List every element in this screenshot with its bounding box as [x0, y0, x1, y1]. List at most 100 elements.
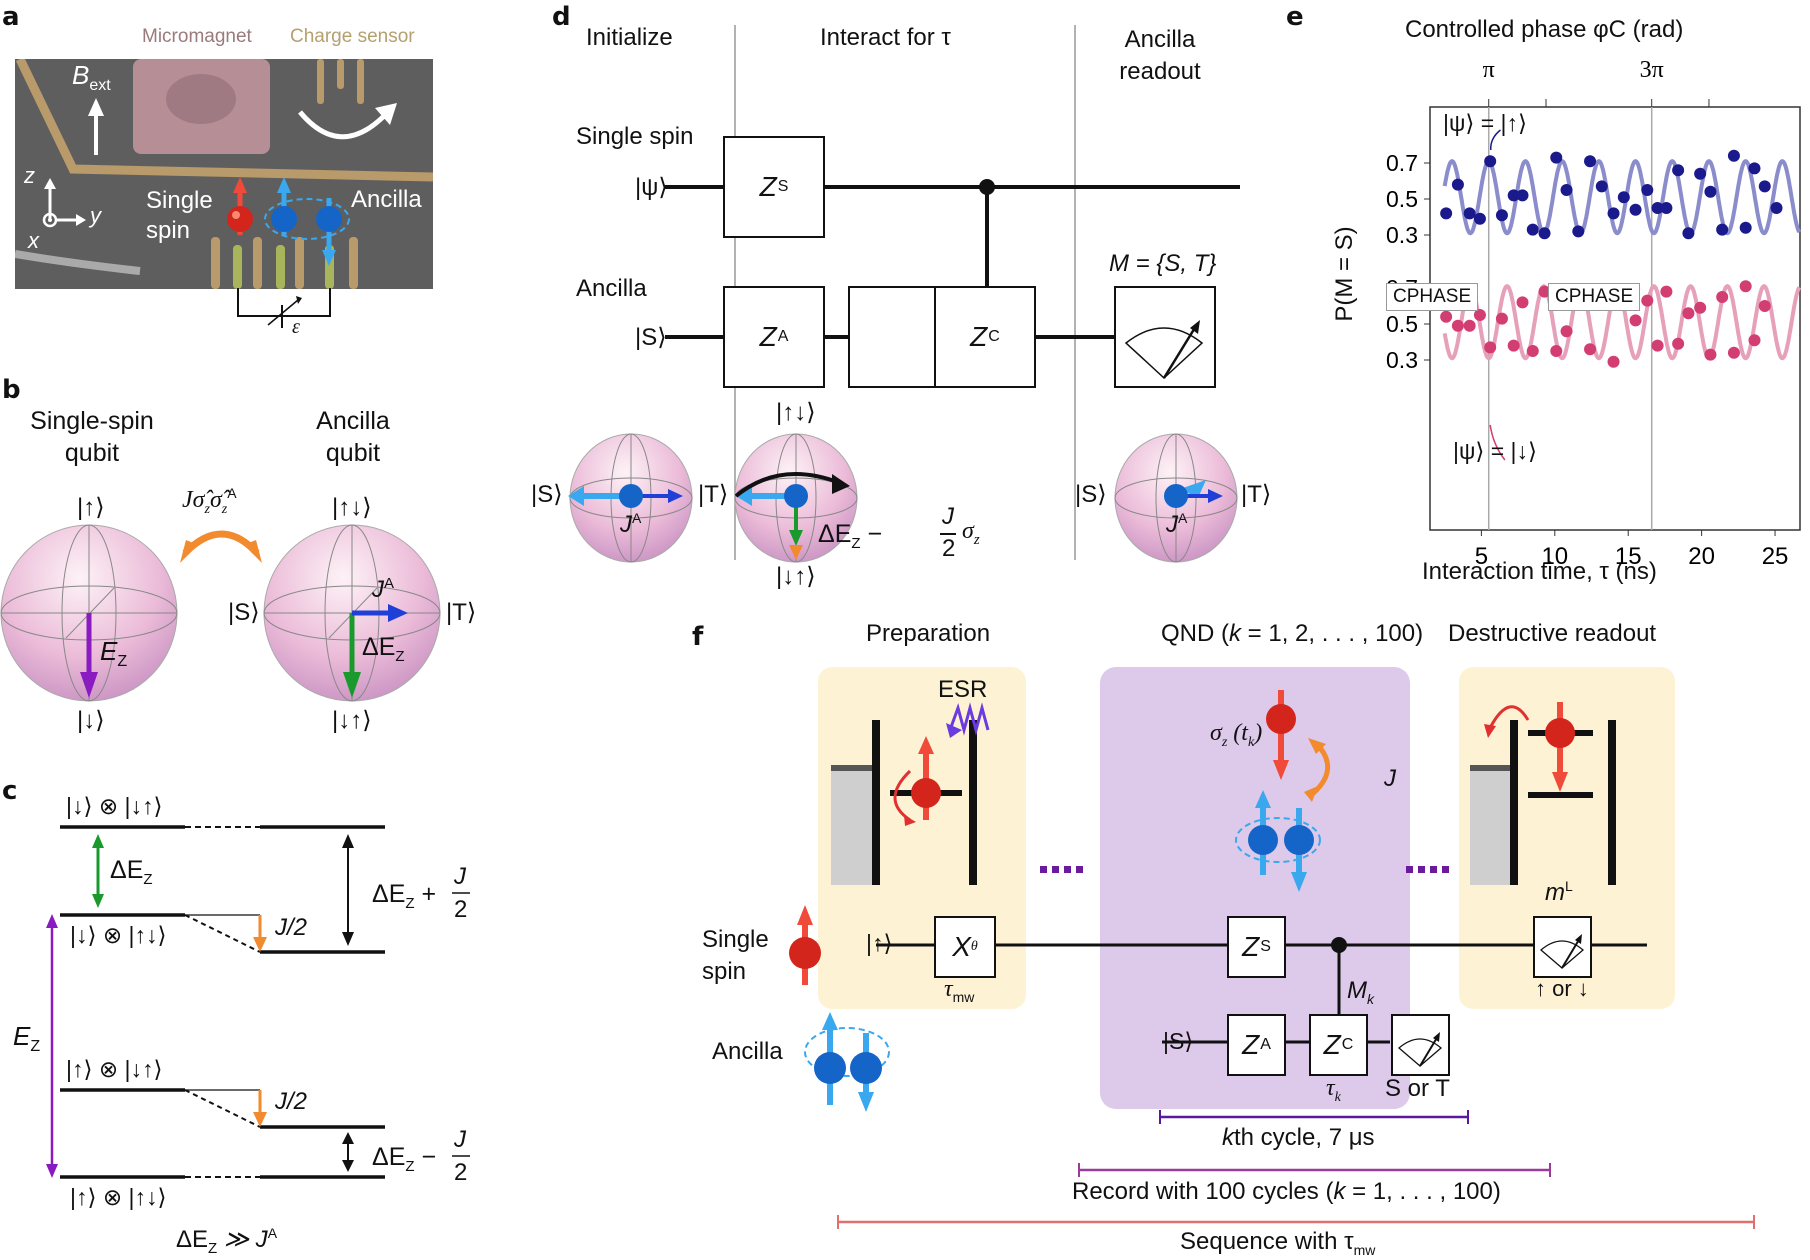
- panel-label-d: d: [552, 2, 571, 32]
- level-2: |↓⟩ ⊗ |↑↓⟩: [70, 922, 167, 948]
- data-point-down: [1507, 339, 1520, 352]
- data-point-up: [1560, 184, 1573, 196]
- span-cycle-label: kth cycle, 7 μs: [1222, 1124, 1375, 1151]
- data-point-up: [1595, 180, 1608, 193]
- tau-k-label: τk: [1326, 1075, 1341, 1105]
- sphere2-bottom: |↓↑⟩: [776, 563, 816, 590]
- micromagnet-label: Micromagnet: [142, 26, 252, 47]
- data-point-down: [1660, 285, 1673, 298]
- dez-vector-label: ΔEZ: [362, 633, 405, 665]
- measure-label-d: M = {S, T}: [1109, 250, 1217, 277]
- y-tick-label: 0.7: [1386, 150, 1418, 176]
- data-point-down: [1560, 325, 1573, 338]
- data-point-up: [1451, 178, 1464, 191]
- dez-label-c: ΔEZ: [110, 856, 153, 888]
- panel-label-e: e: [1286, 2, 1304, 32]
- data-point-up: [1440, 207, 1453, 220]
- esr-label: ESR: [938, 676, 988, 703]
- data-point-up: [1473, 212, 1486, 225]
- data-point-up: [1607, 207, 1620, 220]
- data-point-down: [1526, 345, 1539, 357]
- data-point-up: [1516, 189, 1529, 202]
- data-point-up: [1629, 203, 1642, 216]
- sphere-d-initialize: [568, 433, 693, 563]
- data-point-down: [1739, 280, 1752, 293]
- frac-num-minus: J: [454, 1126, 466, 1153]
- state-down: |↓⟩: [77, 707, 105, 734]
- annotation-psi-up: |ψ⟩ = |↑⟩: [1443, 110, 1528, 136]
- init-s-state: |S⟩: [1163, 1028, 1194, 1054]
- annotation-arrow-down: [1489, 424, 1506, 461]
- meter-icon: [1398, 1032, 1442, 1067]
- measurement-ml: [1533, 916, 1592, 978]
- data-point-up: [1727, 149, 1740, 162]
- data-point-up: [1748, 162, 1761, 175]
- level-4: |↑⟩ ⊗ |↑↓⟩: [70, 1184, 167, 1210]
- data-point-down: [1538, 285, 1551, 298]
- tau-mw-label: τmw: [944, 976, 975, 1005]
- sphere2-frac-bar: [940, 533, 956, 535]
- data-point-up: [1495, 209, 1508, 222]
- chart-xlabel: Interaction time, τ (ns): [1422, 558, 1657, 585]
- ez-label-c: EZ: [13, 1021, 41, 1056]
- x-tick-label: 20: [1688, 543, 1715, 570]
- data-point-up: [1617, 191, 1630, 204]
- section-destructive: Destructive readout: [1448, 620, 1657, 647]
- panel-label-c: c: [2, 776, 18, 806]
- span-sequence-label: Sequence with τmw: [1180, 1228, 1376, 1258]
- state-updown: |↑↓⟩: [332, 494, 372, 521]
- data-point-down: [1758, 300, 1771, 312]
- data-point-up: [1716, 223, 1729, 236]
- row-ancilla: Ancilla: [576, 275, 647, 302]
- y-tick-label: 0.3: [1386, 222, 1418, 248]
- charge-sensor-label: Charge sensor: [290, 26, 415, 47]
- data-point-up: [1651, 202, 1664, 214]
- ez-vector-label: EZ: [100, 636, 128, 671]
- data-point-down: [1451, 319, 1464, 332]
- sphere3-triplet: |T⟩: [1241, 481, 1272, 508]
- frac-den-minus: 2: [454, 1159, 468, 1186]
- level-1: |↓⟩ ⊗ |↓↑⟩: [66, 793, 163, 819]
- data-point-down: [1672, 337, 1685, 350]
- data-point-down: [1748, 334, 1761, 347]
- axis-x-label: x: [28, 228, 39, 253]
- row-single-state: |ψ⟩: [635, 174, 668, 201]
- state-triplet: |T⟩: [446, 599, 477, 626]
- y-tick-label: 0.5: [1386, 311, 1418, 337]
- dez-minus-j-label: ΔEZ −: [372, 1143, 437, 1175]
- section-qnd: QND (k = 1, 2, . . . , 100): [1161, 620, 1424, 647]
- data-point-up: [1463, 207, 1476, 220]
- state-up: |↑⟩: [77, 494, 105, 521]
- bloch-sphere-ancilla: [263, 524, 441, 702]
- data-point-down: [1716, 291, 1729, 303]
- meter-icon: [1124, 320, 1204, 380]
- data-point-up: [1641, 184, 1654, 196]
- y-tick-label: 0.3: [1386, 347, 1418, 373]
- data-point-down: [1641, 294, 1654, 307]
- row-ancilla-state: |S⟩: [635, 324, 667, 351]
- data-point-up: [1572, 225, 1585, 238]
- data-point-down: [1607, 355, 1620, 368]
- col-interact: Interact for τ: [820, 24, 951, 51]
- data-point-up: [1660, 202, 1673, 214]
- sphere2-frac-num: J: [942, 503, 954, 530]
- init-up-state: |↑⟩: [866, 930, 893, 956]
- data-point-down: [1682, 307, 1695, 320]
- sphere2-top: |↑↓⟩: [776, 399, 816, 426]
- meter-icon: [1540, 934, 1584, 969]
